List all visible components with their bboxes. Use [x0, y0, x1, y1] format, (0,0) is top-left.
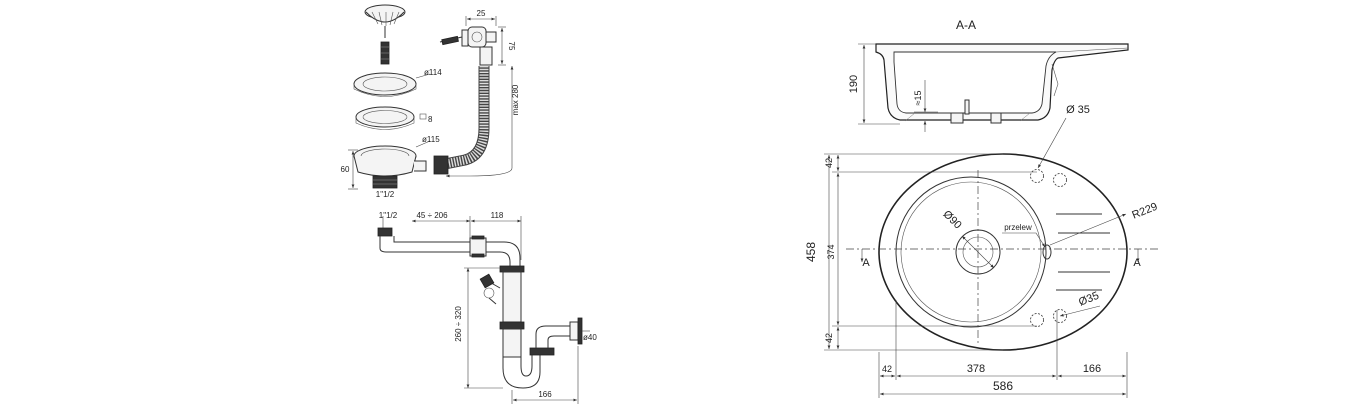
range-45-206-label: 45 ÷ 206 [416, 211, 448, 220]
hole-35-bottom-label: Ø35 [1077, 290, 1101, 309]
tap-hole-bottom-2 [1053, 309, 1067, 323]
dim-15-label: ≈15 [913, 91, 923, 106]
dim-115-label: ø115 [422, 135, 440, 144]
dim-25-label: 25 [477, 9, 486, 18]
dim-190-label: 190 [848, 75, 860, 93]
dim-118-label: 118 [491, 211, 504, 220]
tap-hole-top-1 [1030, 169, 1044, 183]
dim-42-top-label: 42 [824, 158, 834, 168]
bowl-dia-label: Ø90 [941, 208, 964, 231]
dim-586-label: 586 [993, 379, 1013, 393]
dim-114-label: ø114 [424, 68, 442, 77]
siphon-thread-label: 1"1/2 [379, 211, 398, 220]
radius-label: R229 [1130, 201, 1159, 222]
tap-hole-bottom-1 [1030, 313, 1044, 327]
sink-outline [878, 153, 1128, 351]
section-mark-left: A [862, 257, 870, 269]
dim-42-left-label: 42 [882, 364, 892, 374]
hole-35-top-label: Ø 35 [1066, 104, 1090, 116]
bowl-outline [895, 176, 1047, 328]
dim-40-label: ø40 [583, 333, 597, 342]
section-mark-right: A [1133, 257, 1141, 269]
dim-thread-label: 1"1/2 [376, 190, 395, 199]
dim-42-bottom-label: 42 [824, 333, 834, 343]
range-260-320-label: 260 ÷ 320 [454, 306, 463, 342]
tap-hole-top-2 [1053, 173, 1067, 187]
section-view-a-a: A-A 190 ≈15 [848, 18, 1129, 132]
dim-166-label: 166 [1083, 363, 1101, 375]
gasket-ring: 8 [355, 106, 433, 130]
dim-378-label: 378 [967, 363, 985, 375]
dim-458-label: 458 [804, 242, 818, 262]
parts-exploded-view: 25 75 max 280 ø114 8 [341, 4, 520, 199]
dim-75-label: 75 [507, 42, 516, 51]
section-title: A-A [956, 18, 976, 32]
flange-ring: ø114 [353, 68, 442, 97]
siphon-dim-166-label: 166 [538, 390, 552, 399]
overflow-fitting: 25 75 [439, 9, 516, 66]
strainer-basket [364, 4, 406, 65]
dim-8-label: 8 [428, 115, 433, 124]
plan-view: A A Ø 35 Ø90 przelew R229 Ø35 42 458 374… [804, 104, 1160, 398]
dim-374-label: 374 [826, 244, 836, 259]
dim-max280-label: max 280 [511, 84, 520, 115]
dim-60-label: 60 [341, 165, 350, 174]
overflow-label: przelew [1004, 223, 1032, 232]
drain-body: ø115 60 1"1/2 [341, 135, 449, 199]
overflow-hole [1042, 244, 1052, 260]
siphon-assembly: 1"1/2 45 ÷ 206 118 ø40 [377, 211, 597, 404]
flexible-hose: max 280 [443, 66, 520, 178]
